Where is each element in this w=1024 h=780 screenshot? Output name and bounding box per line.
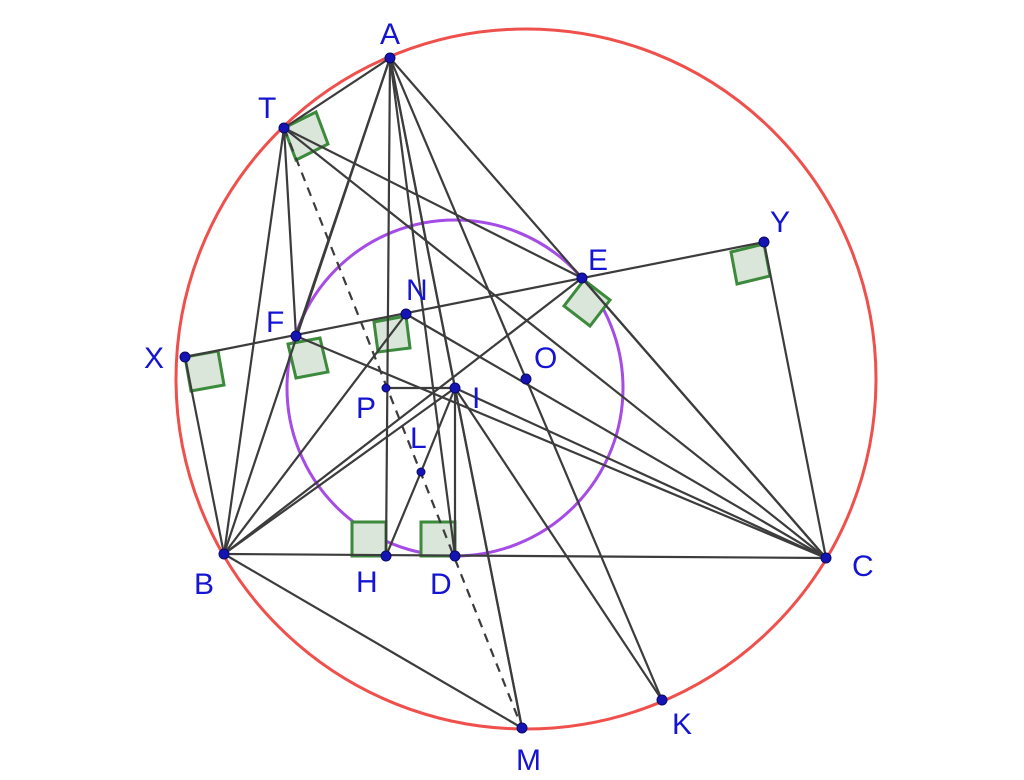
point-k <box>656 694 668 706</box>
segment-ci <box>453 386 828 560</box>
point-n <box>400 308 412 320</box>
right-angle-marker-h <box>350 520 388 558</box>
point-a <box>384 52 396 64</box>
points <box>179 52 832 734</box>
segment-bc <box>222 552 828 560</box>
label-b: B <box>194 568 214 601</box>
segment-af <box>294 56 392 338</box>
point-m <box>516 722 528 734</box>
segment-tf <box>282 126 298 338</box>
label-l: L <box>410 422 427 455</box>
segment-tb <box>222 126 286 556</box>
segment-ah <box>384 56 392 558</box>
point-i <box>449 382 461 394</box>
segment-be <box>222 276 584 556</box>
segment-hl <box>384 470 423 558</box>
right-angle-marker-f <box>286 336 330 380</box>
point-t <box>278 122 290 134</box>
segment-tc <box>282 126 828 560</box>
point-y <box>758 236 770 248</box>
segment-cn <box>404 312 828 560</box>
point-l <box>416 467 426 477</box>
point-b <box>218 548 230 560</box>
label-t: T <box>258 92 276 125</box>
label-i: I <box>472 382 480 415</box>
segment-ce <box>580 276 828 560</box>
label-n: N <box>406 274 428 307</box>
segment-te <box>282 126 584 280</box>
label-y: Y <box>770 206 790 239</box>
label-c: C <box>852 550 874 583</box>
dashed-segment-tm <box>282 127 524 729</box>
point-f <box>290 330 302 342</box>
segment-bm <box>222 552 524 730</box>
point-x <box>179 351 191 363</box>
point-d <box>449 550 461 562</box>
label-p: P <box>356 392 376 425</box>
right-angle-marker-y <box>729 242 772 286</box>
point-o <box>520 373 532 385</box>
segment-at <box>282 56 392 130</box>
label-d: D <box>430 568 452 601</box>
segment-bi <box>222 386 457 556</box>
label-x: X <box>144 342 164 375</box>
segment-li <box>419 386 457 474</box>
segment-bn <box>222 312 408 556</box>
segment-xy <box>183 240 766 359</box>
segment-ad <box>388 56 457 558</box>
label-a: A <box>380 18 400 51</box>
point-h <box>380 550 392 562</box>
segments <box>183 56 828 730</box>
point-p <box>381 383 391 393</box>
right-angle-marker-e <box>561 277 613 329</box>
segment-ik <box>453 386 664 702</box>
segment-cf <box>294 334 828 560</box>
segment-yc <box>762 240 828 560</box>
segment-im <box>453 386 524 730</box>
label-h: H <box>356 566 378 599</box>
point-c <box>820 552 832 564</box>
label-k: K <box>672 708 692 741</box>
point-e <box>576 272 588 284</box>
label-m: M <box>516 744 541 777</box>
segment-xb <box>183 355 226 556</box>
label-o: O <box>534 342 557 375</box>
right-angle-marker-d <box>419 520 457 558</box>
label-f: F <box>266 306 284 339</box>
label-e: E <box>588 244 608 277</box>
